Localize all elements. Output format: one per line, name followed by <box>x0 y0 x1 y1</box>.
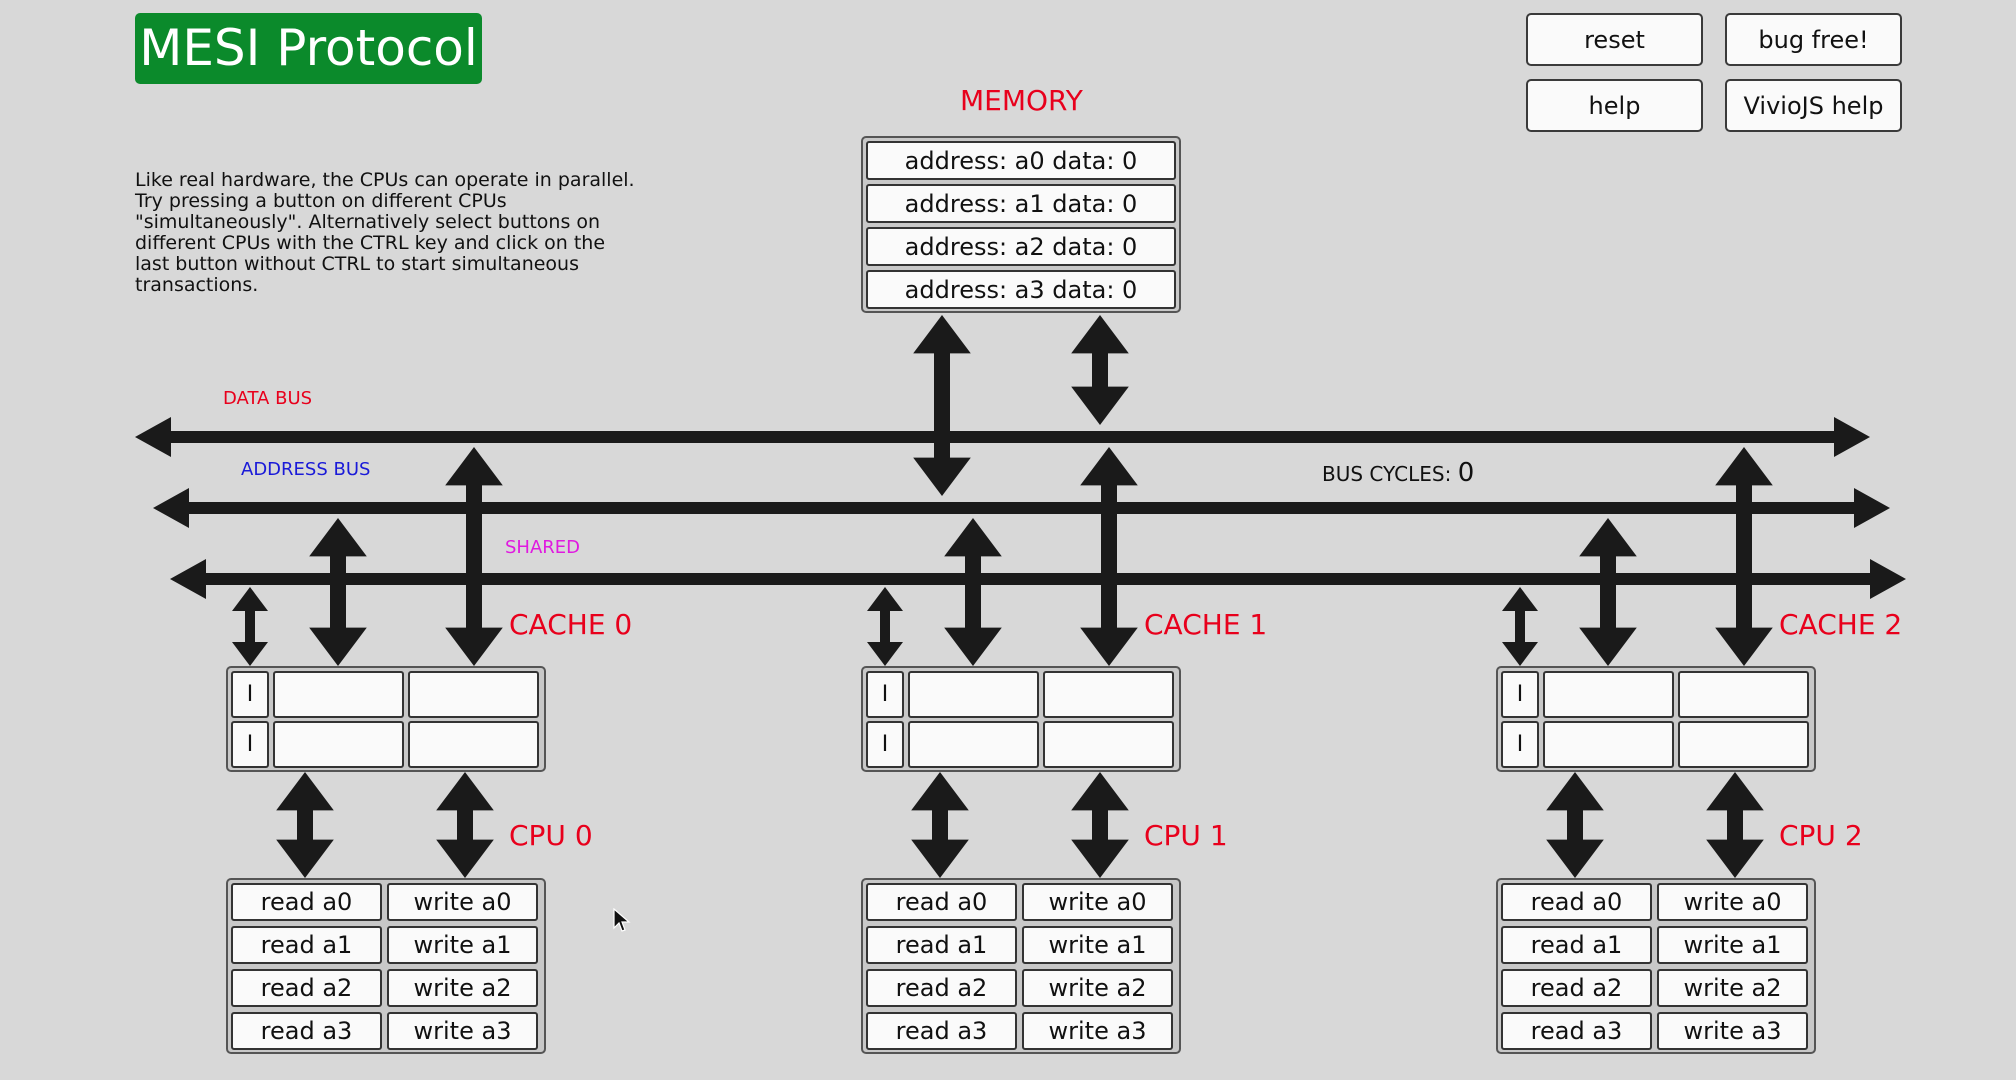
memory-row-a3: address: a3 data: 0 <box>866 270 1176 309</box>
help-button[interactable]: help <box>1526 79 1703 132</box>
cache-2-panel: I I <box>1496 666 1816 772</box>
cache-2-address-arrow <box>1579 518 1637 666</box>
bus-cycles-separator: : <box>1444 462 1452 486</box>
cache-1-line-1-address <box>908 721 1039 768</box>
cpu-0-read-a3-button[interactable]: read a3 <box>231 1012 382 1050</box>
data-bus-label: DATA BUS <box>223 388 313 409</box>
cache-2-line-0-state: I <box>1501 671 1539 718</box>
cpu-2-read-a3-button[interactable]: read a3 <box>1501 1012 1652 1050</box>
cpu-1-panel: read a0 write a0 read a1 write a1 read a… <box>861 878 1181 1054</box>
memory-row-a2: address: a2 data: 0 <box>866 227 1176 266</box>
cpu-2-label: CPU 2 <box>1779 819 1863 852</box>
cpu-0-write-a2-button[interactable]: write a2 <box>387 969 538 1007</box>
cache-0-line-0-address <box>273 671 404 718</box>
cpu-1-right-arrow <box>1071 772 1129 878</box>
shared-bus-arrow <box>170 559 1906 599</box>
cpu-1-read-a2-button[interactable]: read a2 <box>866 969 1017 1007</box>
cpu-0-write-a0-button[interactable]: write a0 <box>387 883 538 921</box>
cpu-0-label: CPU 0 <box>509 819 593 852</box>
app-title: MESI Protocol <box>135 13 482 84</box>
cache-1-line-1-data <box>1043 721 1174 768</box>
memory-panel: address: a0 data: 0 address: a1 data: 0 … <box>861 136 1181 313</box>
address-bus-arrow <box>153 488 1890 528</box>
cpu-1-read-a1-button[interactable]: read a1 <box>866 926 1017 964</box>
cache-1-address-arrow <box>944 518 1002 666</box>
cpu-2-read-a2-button[interactable]: read a2 <box>1501 969 1652 1007</box>
cpu-1-read-a3-button[interactable]: read a3 <box>866 1012 1017 1050</box>
cache-0-shared-arrow <box>232 587 268 666</box>
cpu-1-write-a2-button[interactable]: write a2 <box>1022 969 1173 1007</box>
cpu-2-write-a2-button[interactable]: write a2 <box>1657 969 1808 1007</box>
memory-data-arrow <box>913 315 971 496</box>
cpu-1-write-a1-button[interactable]: write a1 <box>1022 926 1173 964</box>
cache-1-label: CACHE 1 <box>1144 608 1268 641</box>
cpu-1-left-arrow <box>911 772 969 878</box>
viviojs-help-button[interactable]: VivioJS help <box>1725 79 1902 132</box>
cpu-0-panel: read a0 write a0 read a1 write a1 read a… <box>226 878 546 1054</box>
cache-0-line-1-data <box>408 721 539 768</box>
cpu-0-right-arrow <box>436 772 494 878</box>
cpu-2-right-arrow <box>1706 772 1764 878</box>
cpu-0-read-a2-button[interactable]: read a2 <box>231 969 382 1007</box>
cache-2-line-1-data <box>1678 721 1809 768</box>
memory-row-a1: address: a1 data: 0 <box>866 184 1176 223</box>
bus-cycles-label: BUS CYCLES <box>1322 462 1445 486</box>
cpu-1-write-a3-button[interactable]: write a3 <box>1022 1012 1173 1050</box>
bus-cycles-counter: BUS CYCLES: 0 <box>1322 458 1474 488</box>
cache-1-line-1-state: I <box>866 721 904 768</box>
cpu-0-left-arrow <box>276 772 334 878</box>
cache-1-line-0-state: I <box>866 671 904 718</box>
cache-0-panel: I I <box>226 666 546 772</box>
data-bus-arrow <box>135 417 1870 457</box>
mouse-cursor-icon <box>613 908 631 932</box>
reset-button[interactable]: reset <box>1526 13 1703 66</box>
cpu-2-write-a3-button[interactable]: write a3 <box>1657 1012 1808 1050</box>
cpu-2-panel: read a0 write a0 read a1 write a1 read a… <box>1496 878 1816 1054</box>
cache-0-data-arrow <box>445 447 503 666</box>
memory-row-a0: address: a0 data: 0 <box>866 141 1176 180</box>
cache-2-data-arrow <box>1715 447 1773 666</box>
cache-1-shared-arrow <box>867 587 903 666</box>
cache-2-line-1-address <box>1543 721 1674 768</box>
cache-1-line-0-address <box>908 671 1039 718</box>
memory-address-arrow <box>1071 315 1129 425</box>
cache-0-address-arrow <box>309 518 367 666</box>
cache-2-line-0-data <box>1678 671 1809 718</box>
cpu-0-read-a0-button[interactable]: read a0 <box>231 883 382 921</box>
memory-label: MEMORY <box>960 84 1083 117</box>
cpu-2-left-arrow <box>1546 772 1604 878</box>
cpu-2-write-a1-button[interactable]: write a1 <box>1657 926 1808 964</box>
cache-2-label: CACHE 2 <box>1779 608 1903 641</box>
cpu-1-write-a0-button[interactable]: write a0 <box>1022 883 1173 921</box>
cpu-2-read-a0-button[interactable]: read a0 <box>1501 883 1652 921</box>
cache-1-line-0-data <box>1043 671 1174 718</box>
cache-0-label: CACHE 0 <box>509 608 633 641</box>
cache-1-data-arrow <box>1080 447 1138 666</box>
cache-0-line-0-state: I <box>231 671 269 718</box>
description-text: Like real hardware, the CPUs can operate… <box>135 169 635 296</box>
cache-2-line-1-state: I <box>1501 721 1539 768</box>
address-bus-label: ADDRESS BUS <box>241 459 371 480</box>
shared-bus-label: SHARED <box>505 537 581 558</box>
cache-2-shared-arrow <box>1502 587 1538 666</box>
cpu-0-write-a1-button[interactable]: write a1 <box>387 926 538 964</box>
cpu-2-write-a0-button[interactable]: write a0 <box>1657 883 1808 921</box>
cache-0-line-1-address <box>273 721 404 768</box>
cache-2-line-0-address <box>1543 671 1674 718</box>
cpu-1-read-a0-button[interactable]: read a0 <box>866 883 1017 921</box>
cpu-2-read-a1-button[interactable]: read a1 <box>1501 926 1652 964</box>
cpu-0-read-a1-button[interactable]: read a1 <box>231 926 382 964</box>
bug-free-button[interactable]: bug free! <box>1725 13 1902 66</box>
cpu-0-write-a3-button[interactable]: write a3 <box>387 1012 538 1050</box>
cache-0-line-1-state: I <box>231 721 269 768</box>
cpu-1-label: CPU 1 <box>1144 819 1228 852</box>
cache-0-line-0-data <box>408 671 539 718</box>
cache-1-panel: I I <box>861 666 1181 772</box>
bus-cycles-value: 0 <box>1457 458 1475 488</box>
